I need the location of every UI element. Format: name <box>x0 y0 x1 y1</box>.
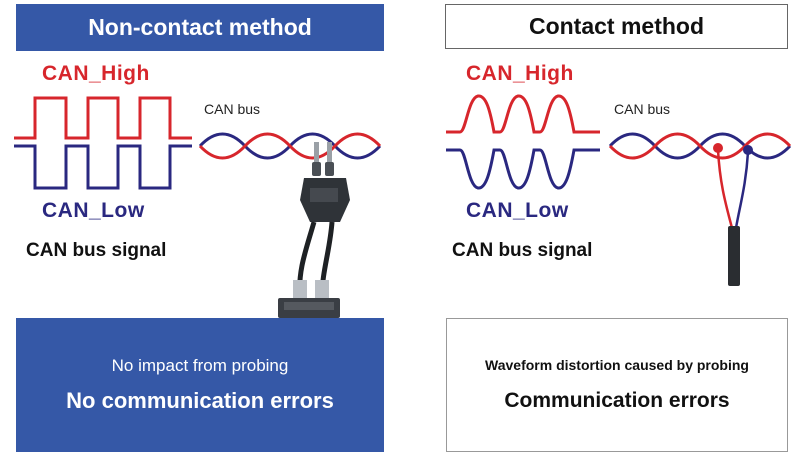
right-can-high-distorted-wave <box>446 94 600 134</box>
contact-method-header: Contact method <box>445 4 788 49</box>
left-can-high-square-wave <box>14 96 192 140</box>
right-can-low-distorted-wave <box>446 148 600 190</box>
left-can-low-square-wave <box>14 144 192 190</box>
contact-result-line1: Waveform distortion caused by probing <box>485 357 749 373</box>
contact-probe <box>713 143 753 286</box>
left-twisted-pair-cable <box>198 132 382 160</box>
left-can-high-label: CAN_High <box>42 62 150 85</box>
non-contact-method-header: Non-contact method <box>16 4 384 51</box>
non-contact-result-line1: No impact from probing <box>111 356 289 375</box>
left-can-bus-label: CAN bus <box>204 101 261 117</box>
left-can-low-label: CAN_Low <box>42 199 145 222</box>
non-contact-result-box: No impact from probing No communication … <box>16 318 384 452</box>
right-can-low-label: CAN_Low <box>466 199 569 222</box>
right-can-bus-signal-label: CAN bus signal <box>452 240 593 261</box>
contact-result-box: Waveform distortion caused by probing Co… <box>446 318 788 452</box>
contact-result-line2: Communication errors <box>504 389 730 412</box>
right-twisted-pair-cable <box>608 132 792 160</box>
contact-method-title: Contact method <box>528 13 705 39</box>
right-can-bus-label: CAN bus <box>614 101 671 117</box>
left-can-bus-signal-label: CAN bus signal <box>26 240 167 261</box>
right-can-high-label: CAN_High <box>466 62 574 85</box>
non-contact-probe <box>278 142 350 318</box>
non-contact-result-line2: No communication errors <box>66 388 334 413</box>
non-contact-method-title: Non-contact method <box>88 14 312 40</box>
